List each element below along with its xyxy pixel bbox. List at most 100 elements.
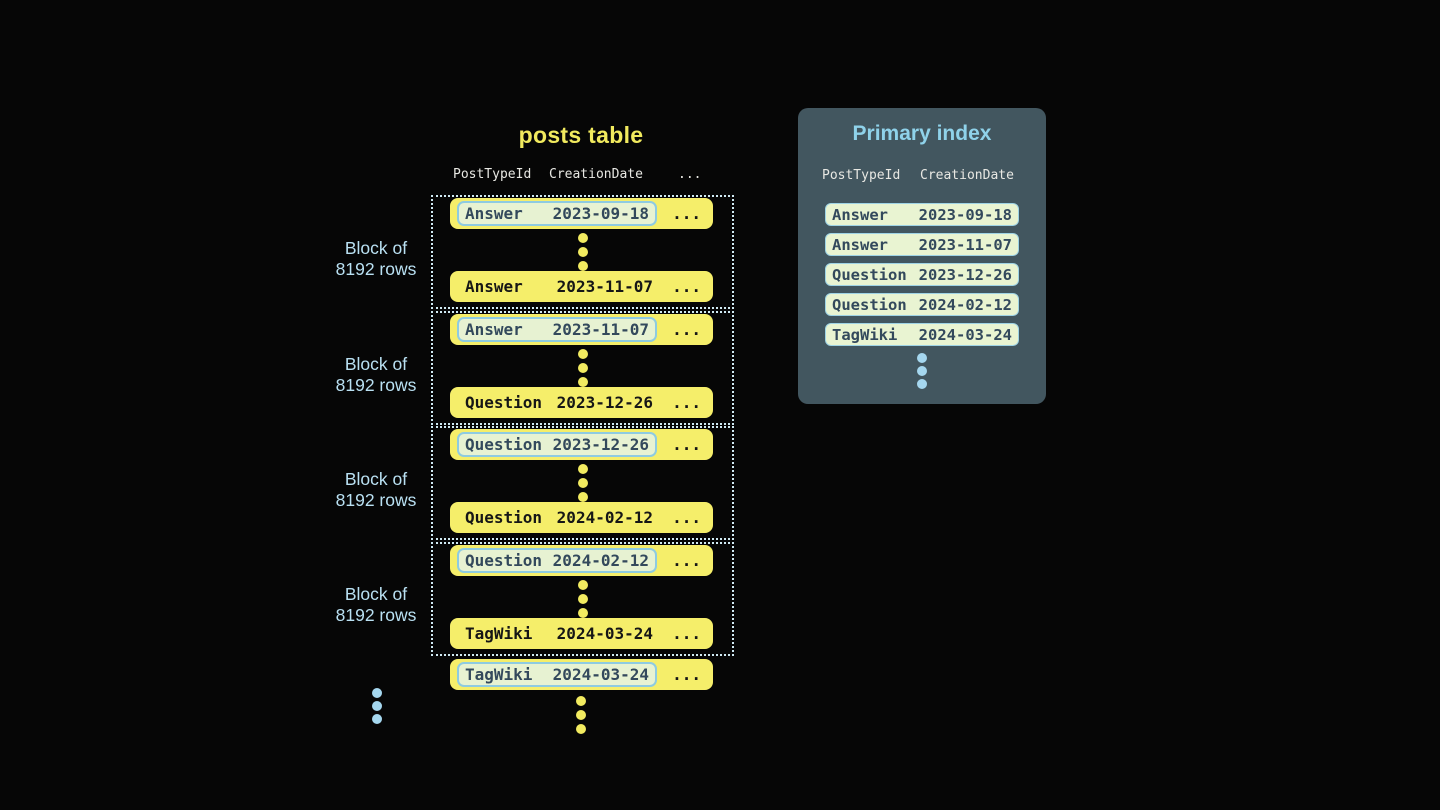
block-label-line1: Block of: [344, 354, 408, 374]
row-cell: Answer 2023-11-07: [459, 277, 659, 296]
index-continues-dots: [917, 353, 927, 389]
creation-date-value: 2023-11-07: [918, 235, 1012, 254]
block-last-row: Question 2023-12-26 ...: [450, 387, 713, 418]
creation-date-value: 2023-09-18: [918, 205, 1012, 224]
creation-date-value: 2023-09-18: [552, 204, 649, 223]
creation-date-value: 2023-12-26: [556, 393, 653, 412]
more-columns-ellipsis: ...: [672, 204, 701, 223]
post-type-value: Question: [465, 508, 543, 527]
more-columns-ellipsis: ...: [672, 277, 701, 296]
overflow-row: TagWiki 2024-03-24 ...: [450, 659, 713, 690]
block-last-row: Answer 2023-11-07 ...: [450, 271, 713, 302]
dot: [577, 363, 588, 373]
post-type-value: Question: [832, 265, 907, 284]
index-column-header-posttypeid: PostTypeId: [822, 168, 901, 183]
block-first-row: Answer 2023-11-07 ...: [450, 314, 713, 345]
primary-index-title: Primary index: [852, 122, 992, 145]
post-type-value: Question: [465, 435, 543, 454]
posts-column-header-ellipsis: ...: [678, 167, 702, 182]
row-block-4: Question 2024-02-12 ... TagWiki 2024-03-…: [431, 542, 734, 656]
creation-date-value: 2023-11-07: [552, 320, 649, 339]
block-label-3: Block of 8192 rows: [306, 469, 446, 511]
more-columns-ellipsis: ...: [672, 551, 701, 570]
creation-date-value: 2023-12-26: [918, 265, 1012, 284]
index-row: Question 2023-12-26: [825, 263, 1019, 286]
primary-index-panel: Primary index PostTypeId CreationDate An…: [798, 108, 1046, 404]
dot: [576, 696, 586, 706]
highlighted-cell: TagWiki 2024-03-24: [457, 662, 657, 687]
block-first-row: Question 2023-12-26 ...: [450, 429, 713, 460]
more-columns-ellipsis: ...: [672, 508, 701, 527]
posts-table-title: posts table: [518, 122, 644, 148]
creation-date-value: 2024-03-24: [552, 665, 649, 684]
dot: [372, 701, 382, 711]
index-row: Answer 2023-09-18: [825, 203, 1019, 226]
creation-date-value: 2023-12-26: [552, 435, 649, 454]
creation-date-value: 2024-02-12: [556, 508, 653, 527]
creation-date-value: 2024-03-24: [556, 624, 653, 643]
block-first-row: Question 2024-02-12 ...: [450, 545, 713, 576]
row-block-1: Answer 2023-09-18 ... Answer 2023-11-07 …: [431, 195, 734, 309]
more-columns-ellipsis: ...: [672, 624, 701, 643]
dot: [372, 688, 382, 698]
more-columns-ellipsis: ...: [672, 435, 701, 454]
post-type-value: TagWiki: [465, 624, 533, 643]
row-cell: Question 2023-12-26: [459, 393, 659, 412]
index-row: Question 2024-02-12: [825, 293, 1019, 316]
dot: [372, 714, 382, 724]
post-type-value: Answer: [465, 320, 523, 339]
block-label-line2: 8192 rows: [335, 259, 417, 279]
dot: [577, 247, 588, 257]
posts-column-header-posttypeid: PostTypeId: [453, 167, 532, 182]
post-type-value: Answer: [465, 277, 523, 296]
dot: [577, 580, 588, 590]
row-cell: Question 2024-02-12: [459, 508, 659, 527]
block-label-2: Block of 8192 rows: [306, 354, 446, 396]
ellipsis-dots-yellow: [577, 464, 588, 502]
block-label-4: Block of 8192 rows: [306, 584, 446, 626]
ellipsis-dots-yellow: [577, 580, 588, 618]
more-columns-ellipsis: ...: [672, 320, 701, 339]
dot: [577, 349, 588, 359]
post-type-value: Question: [832, 295, 907, 314]
highlighted-cell: Answer 2023-09-18: [457, 201, 657, 226]
block-label-line2: 8192 rows: [335, 375, 417, 395]
post-type-value: Answer: [832, 235, 888, 254]
creation-date-value: 2023-11-07: [556, 277, 653, 296]
dot: [577, 261, 588, 271]
ellipsis-dots-yellow: [577, 349, 588, 387]
row-cell: TagWiki 2024-03-24: [459, 624, 659, 643]
dot: [576, 710, 586, 720]
dot: [577, 492, 588, 502]
blocks-continue-dots: [372, 688, 382, 724]
index-row: Answer 2023-11-07: [825, 233, 1019, 256]
dot: [577, 377, 588, 387]
post-type-value: Question: [465, 551, 543, 570]
creation-date-value: 2024-02-12: [918, 295, 1012, 314]
table-continues-dots: [576, 696, 586, 734]
ellipsis-dots-yellow: [577, 233, 588, 271]
dot: [577, 464, 588, 474]
posts-column-header-creationdate: CreationDate: [549, 167, 643, 182]
index-column-header-creationdate: CreationDate: [920, 168, 1014, 183]
block-label-line1: Block of: [344, 469, 408, 489]
block-label-1: Block of 8192 rows: [306, 238, 446, 280]
dot: [577, 594, 588, 604]
block-label-line1: Block of: [344, 584, 408, 604]
post-type-value: Answer: [465, 204, 523, 223]
creation-date-value: 2024-03-24: [918, 325, 1012, 344]
post-type-value: Answer: [832, 205, 888, 224]
more-columns-ellipsis: ...: [672, 393, 701, 412]
block-label-line2: 8192 rows: [335, 605, 417, 625]
post-type-value: Question: [465, 393, 543, 412]
dot: [917, 366, 927, 376]
block-first-row: Answer 2023-09-18 ...: [450, 198, 713, 229]
row-block-3: Question 2023-12-26 ... Question 2024-02…: [431, 426, 734, 540]
dot: [576, 724, 586, 734]
block-last-row: TagWiki 2024-03-24 ...: [450, 618, 713, 649]
index-row: TagWiki 2024-03-24: [825, 323, 1019, 346]
dot: [577, 608, 588, 618]
dot: [577, 478, 588, 488]
block-label-line2: 8192 rows: [335, 490, 417, 510]
